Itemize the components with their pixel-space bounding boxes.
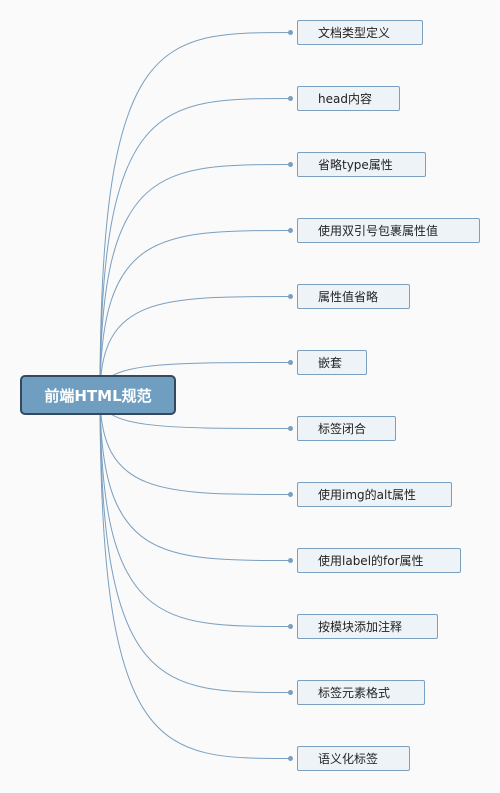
root-topic-label: 前端HTML规范 bbox=[44, 386, 152, 405]
topic-label: head内容 bbox=[318, 92, 372, 106]
connector-dot bbox=[288, 492, 293, 497]
topic-omit-type[interactable]: 省略type属性 bbox=[297, 152, 426, 177]
topic-label: 标签元素格式 bbox=[318, 686, 391, 700]
topic-label: 文档类型定义 bbox=[318, 26, 391, 40]
topic-connector bbox=[99, 32, 291, 396]
topic-double-quotes[interactable]: 使用双引号包裹属性值 bbox=[297, 218, 480, 243]
topic-label: 使用label的for属性 bbox=[318, 554, 424, 568]
topic-connector bbox=[99, 394, 291, 627]
connector-dot bbox=[288, 228, 293, 233]
root-topic[interactable]: 前端HTML规范 bbox=[20, 375, 176, 415]
connector-dot bbox=[288, 96, 293, 101]
connector-dot bbox=[288, 294, 293, 299]
topic-doctype[interactable]: 文档类型定义 bbox=[297, 20, 423, 45]
topic-connector bbox=[99, 394, 291, 495]
topic-label-for[interactable]: 使用label的for属性 bbox=[297, 548, 461, 573]
topic-connector bbox=[99, 296, 291, 396]
topic-label: 使用img的alt属性 bbox=[318, 488, 417, 502]
topic-module-comments[interactable]: 按模块添加注释 bbox=[297, 614, 438, 639]
topic-label: 属性值省略 bbox=[318, 290, 379, 304]
topic-connector bbox=[99, 164, 291, 396]
topic-semantic-tags[interactable]: 语义化标签 bbox=[297, 746, 410, 771]
connector-dot bbox=[288, 30, 293, 35]
topic-label: 语义化标签 bbox=[318, 752, 379, 766]
topic-omit-attr-value[interactable]: 属性值省略 bbox=[297, 284, 410, 309]
topic-tag-closing[interactable]: 标签闭合 bbox=[297, 416, 396, 441]
connector-dot bbox=[288, 162, 293, 167]
topic-head-content[interactable]: head内容 bbox=[297, 86, 400, 111]
topic-connector bbox=[99, 394, 291, 759]
connector-dot bbox=[288, 624, 293, 629]
topic-connector bbox=[99, 394, 291, 693]
topic-label: 省略type属性 bbox=[318, 158, 393, 172]
connector-dot bbox=[288, 558, 293, 563]
topic-label: 嵌套 bbox=[318, 356, 343, 370]
connector-dot bbox=[288, 426, 293, 431]
topic-label: 标签闭合 bbox=[318, 422, 367, 436]
topic-label: 使用双引号包裹属性值 bbox=[318, 224, 439, 238]
topic-connector bbox=[99, 230, 291, 396]
connector-dot bbox=[288, 360, 293, 365]
topic-element-format[interactable]: 标签元素格式 bbox=[297, 680, 425, 705]
topic-label: 按模块添加注释 bbox=[318, 620, 403, 634]
topic-connector bbox=[99, 98, 291, 396]
topic-nesting[interactable]: 嵌套 bbox=[297, 350, 367, 375]
topic-img-alt[interactable]: 使用img的alt属性 bbox=[297, 482, 452, 507]
topic-connector bbox=[99, 394, 291, 561]
connector-dot bbox=[288, 756, 293, 761]
connector-dot bbox=[288, 690, 293, 695]
